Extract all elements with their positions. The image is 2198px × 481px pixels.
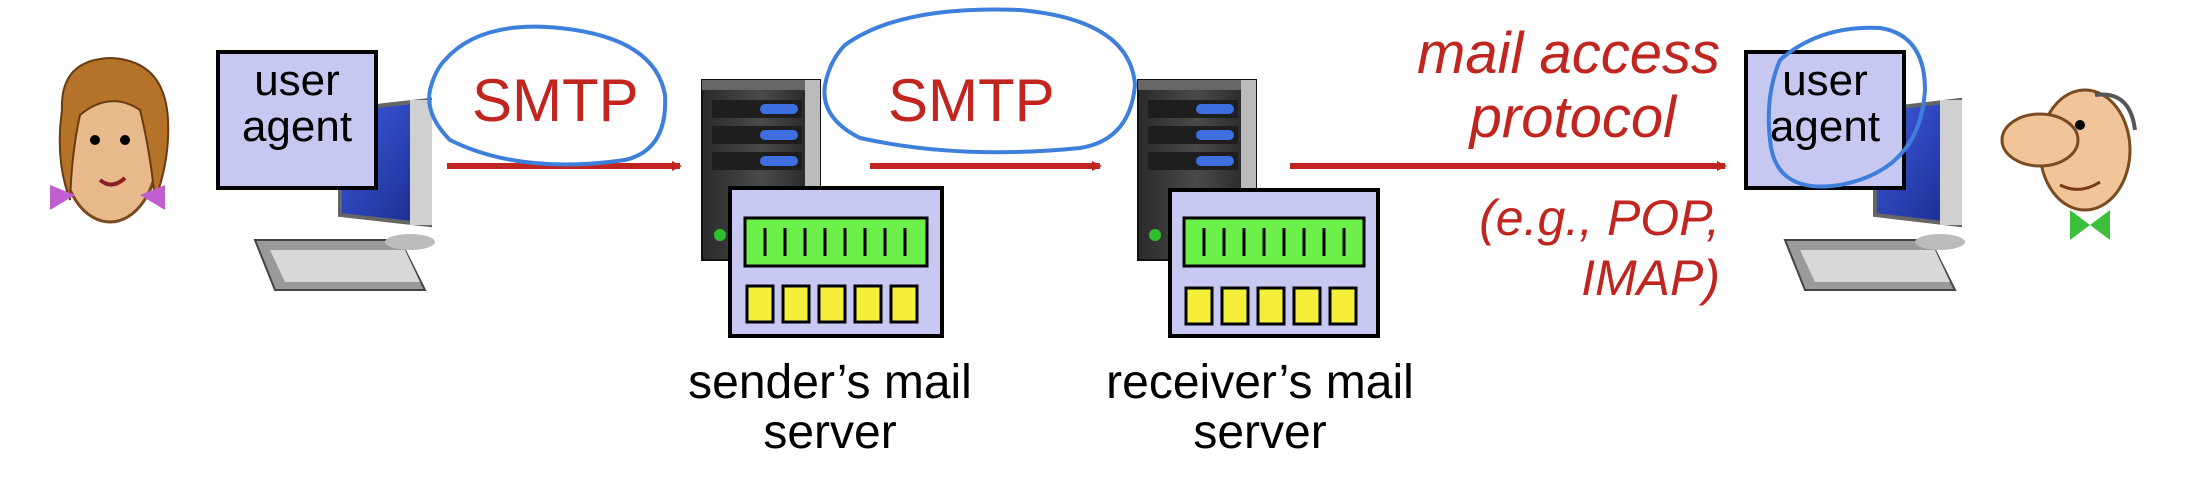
sender-server-label: sender’s mail server [640,356,1020,460]
smtp-label-1: SMTP [472,67,639,134]
smtp-label-2: SMTP [888,67,1055,134]
receiver-agent-loop [1766,25,1928,189]
receiver-user-agent-label: user agent [1746,56,1904,152]
access-protocol-line1: mail access [1417,21,1720,86]
sender-user-agent-line2: agent [241,102,353,152]
smtp-2-loop [822,7,1138,155]
sender-user-agent-line1: user [254,56,340,105]
receiver-user-agent-box [1744,50,1906,190]
smtp-1-loop [427,24,668,167]
access-protocol-line3: (e.g., POP, [1479,190,1720,246]
receiver-person-icon [2000,88,2137,240]
sender-server-slots [745,284,919,324]
receiver-user-agent-line1: user [1782,56,1868,105]
receiver-user-agent-line2: agent [1769,102,1881,152]
sender-server-display-bars [763,228,907,256]
sender-user-agent-label: user agent [218,56,376,152]
receiver-server-label: receiver’s mail server [1060,356,1460,460]
sender-server-line2: server [763,406,897,460]
access-protocol-title: mail access protocol [1330,22,1720,150]
access-protocol-line2: protocol [1469,84,1676,150]
receiver-server-display-bars [1202,228,1346,256]
access-protocol-examples: (e.g., POP, IMAP) [1380,188,1720,308]
sender-user-agent-box [216,50,378,190]
sender-server-line1: sender’s mail [688,356,972,409]
receiver-server-slots [1184,286,1358,326]
receiver-server-line1: receiver’s mail [1106,356,1414,409]
access-protocol-line4: IMAP) [1581,250,1720,306]
sender-person-icon [50,56,170,224]
receiver-server-display [1182,216,1366,268]
receiver-server-line2: server [1193,406,1327,460]
sender-server-display [743,216,929,268]
